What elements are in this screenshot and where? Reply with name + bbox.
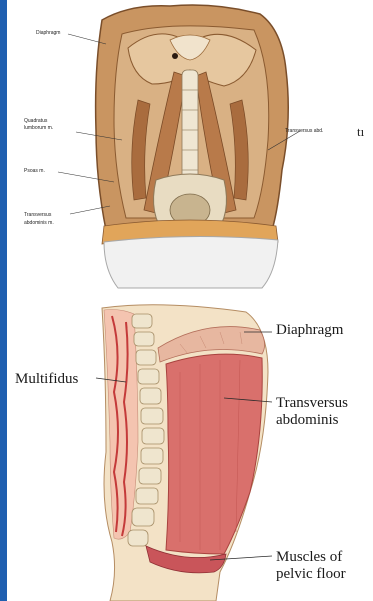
bottom-pelvic-floor-label-line1: Muscles of [276,549,342,566]
bottom-diaphragm-label: Diaphragm [276,322,343,339]
abdominal-cavity-illustration [10,0,340,292]
top-left-lower-label-line2: abdominis m. [24,220,54,226]
top-left-upper-label-line2: lumborum m. [24,125,53,131]
bottom-transversus-label-line2: abdominis [276,412,339,429]
bottom-multifidus-label: Multifidus [15,371,78,388]
top-right-mid-label: Transversus abd. [285,128,323,134]
top-left-lower-label-line1: Transversus [24,212,51,218]
bottom-pelvic-floor-label-line2: pelvic floor [276,566,346,583]
top-left-upper-label-line1: Quadratus [24,118,47,124]
left-blue-border [0,0,7,601]
top-left-mid-label: Psoas m. [24,168,45,174]
bottom-transversus-label-line1: Transversus [276,395,348,412]
clipped-edge-text: tı [357,124,364,140]
top-diaphragm-label: Diaphragm [36,30,60,36]
